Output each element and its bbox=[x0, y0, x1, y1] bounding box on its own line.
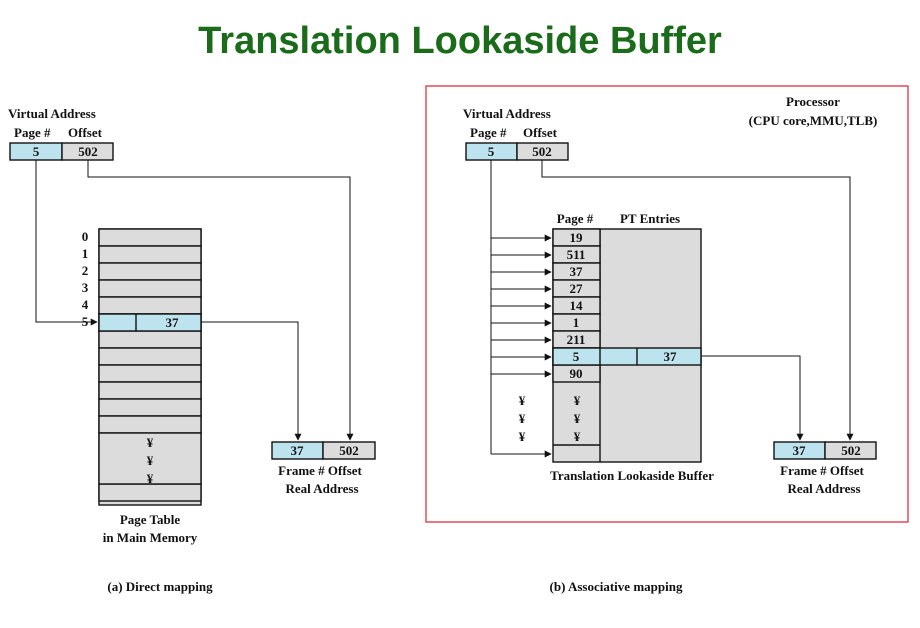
right-page-value: 5 bbox=[488, 144, 495, 159]
tlb-ellipsis-2: ¥ bbox=[574, 411, 581, 426]
right-virtual-address-label: Virtual Address bbox=[463, 106, 551, 121]
tlb-ellipsis-3: ¥ bbox=[574, 429, 581, 444]
right-real-offset-value: 502 bbox=[841, 443, 861, 458]
left-frame-wire bbox=[201, 321, 302, 441]
page-table-row-5 bbox=[98, 313, 202, 332]
left-page-wire bbox=[35, 160, 98, 326]
processor-label-2: (CPU core,MMU,TLB) bbox=[749, 113, 878, 128]
tlb-label: Translation Lookaside Buffer bbox=[550, 468, 714, 483]
right-caption: (b) Associative mapping bbox=[550, 579, 683, 594]
tlb-page-value: 27 bbox=[570, 281, 584, 296]
page-table-frame-value: 37 bbox=[166, 315, 180, 330]
page-table-row bbox=[98, 398, 202, 417]
wire-ellipsis-3: ¥ bbox=[519, 429, 526, 444]
page-table-row bbox=[98, 381, 202, 400]
page-table-index: 4 bbox=[82, 297, 89, 312]
left-page-value: 5 bbox=[33, 144, 40, 159]
right-real-offset-box bbox=[824, 441, 877, 460]
associative-mapping-diagram: Processor (CPU core,MMU,TLB) Virtual Add… bbox=[425, 85, 909, 594]
tlb-page-value: 511 bbox=[567, 247, 586, 262]
page-table-row bbox=[98, 245, 202, 264]
page-title: Translation Lookaside Buffer bbox=[198, 20, 722, 62]
page-table-row bbox=[98, 415, 202, 434]
tlb-page-value: 19 bbox=[570, 230, 584, 245]
tlb-page-value: 211 bbox=[567, 332, 586, 347]
left-page-header: Page # bbox=[14, 125, 51, 140]
right-offset-wire bbox=[541, 160, 854, 441]
wire-ellipsis-2: ¥ bbox=[519, 411, 526, 426]
tlb-table: 19 511 37 27 14 1 211 5 90 37 ¥ ¥ ¥ bbox=[552, 228, 702, 463]
page-table-row bbox=[98, 296, 202, 315]
page-table-index: 0 bbox=[82, 229, 89, 244]
page-table-label-2: in Main Memory bbox=[103, 530, 198, 545]
page-table-row bbox=[98, 228, 202, 247]
processor-label-1: Processor bbox=[786, 94, 840, 109]
page-table-row bbox=[98, 364, 202, 383]
tlb-page-value: 1 bbox=[573, 315, 580, 330]
right-page-header: Page # bbox=[470, 125, 507, 140]
left-offset-header: Offset bbox=[68, 125, 103, 140]
left-real-header: Frame # Offset bbox=[278, 463, 362, 478]
page-table-index: 2 bbox=[82, 263, 89, 278]
left-offset-wire bbox=[87, 160, 354, 441]
page-table-ellipsis-block bbox=[98, 432, 202, 485]
page-table-row bbox=[98, 347, 202, 366]
page-table-ellipsis-1: ¥ bbox=[147, 435, 154, 450]
tlb-page-value: 90 bbox=[570, 366, 583, 381]
right-real-header: Frame # Offset bbox=[780, 463, 864, 478]
tlb-hit-frame-value: 37 bbox=[664, 349, 678, 364]
tlb-page-value: 14 bbox=[570, 298, 584, 313]
direct-mapping-diagram: Virtual Address Page # Offset 5 502 37 0… bbox=[8, 106, 376, 594]
tlb-entries-header: PT Entries bbox=[620, 211, 680, 226]
right-frame-wire bbox=[701, 355, 804, 441]
left-virtual-address-label: Virtual Address bbox=[8, 106, 96, 121]
tlb-page-value: 37 bbox=[570, 264, 584, 279]
left-offset-value: 502 bbox=[78, 144, 98, 159]
tlb-ellipsis-1: ¥ bbox=[574, 393, 581, 408]
tlb-page-value: 5 bbox=[573, 349, 580, 364]
page-table-row bbox=[98, 262, 202, 281]
left-real-frame-value: 37 bbox=[291, 443, 305, 458]
page-table-row bbox=[98, 279, 202, 298]
right-offset-header: Offset bbox=[523, 125, 558, 140]
left-real-label: Real Address bbox=[285, 481, 358, 496]
left-real-offset-value: 502 bbox=[339, 443, 359, 458]
page-table-row bbox=[98, 483, 202, 502]
left-real-offset-box bbox=[322, 441, 376, 460]
tlb-page-header: Page # bbox=[557, 211, 594, 226]
right-real-frame-value: 37 bbox=[793, 443, 807, 458]
page-table-ellipsis-3: ¥ bbox=[147, 471, 154, 486]
right-offset-value: 502 bbox=[532, 144, 552, 159]
page-table-row bbox=[98, 330, 202, 349]
page-table-index: 3 bbox=[82, 280, 89, 295]
left-caption: (a) Direct mapping bbox=[107, 579, 213, 594]
page-table-ellipsis-2: ¥ bbox=[147, 453, 154, 468]
right-real-label: Real Address bbox=[787, 481, 860, 496]
processor-frame bbox=[425, 85, 909, 523]
page-table-index: 1 bbox=[82, 246, 89, 261]
wire-ellipsis-1: ¥ bbox=[519, 393, 526, 408]
page-table-label-1: Page Table bbox=[120, 512, 181, 527]
